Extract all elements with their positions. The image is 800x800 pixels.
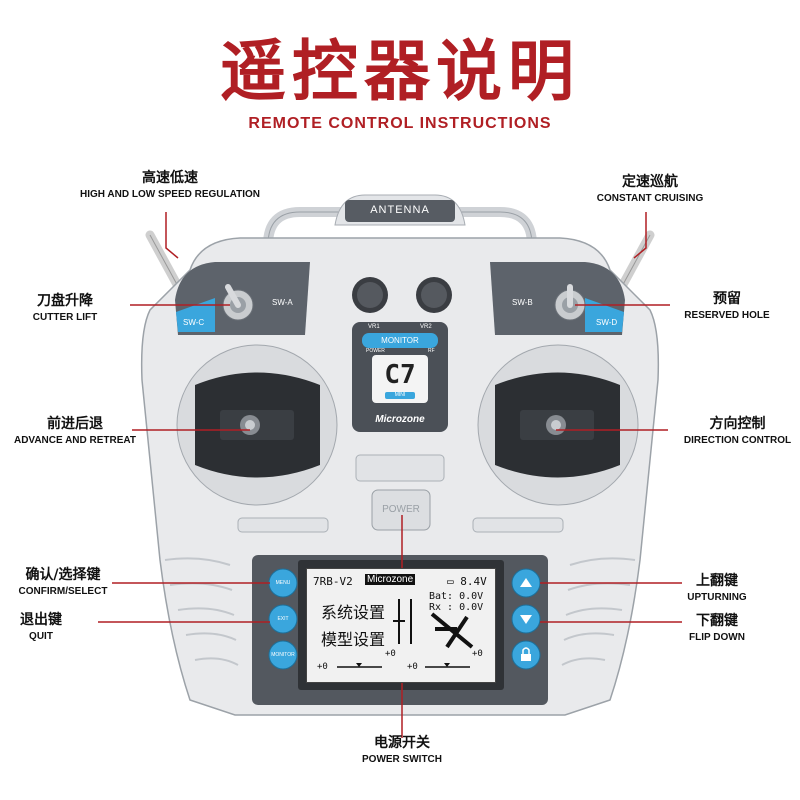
model-name: C7 [384, 360, 416, 390]
power-button-label: POWER [382, 504, 420, 515]
label-cutter-en: CUTTER LIFT [32, 312, 98, 324]
label-flip-down: 下翻键 FLIP DOWN [672, 613, 762, 644]
label-up-cn: 上翻键 [696, 573, 738, 589]
label-down-cn: 下翻键 [696, 613, 738, 629]
menu-button-label: MENU [275, 580, 291, 586]
monitor-button-label: MONITOR [271, 652, 295, 658]
lcd-trim-1: +0 [317, 662, 328, 672]
label-power-cn: 电源开关 [374, 735, 430, 751]
label-quit-cn: 退出键 [20, 612, 62, 628]
lcd-battery-value: 8.4V [460, 575, 487, 588]
brand-logo: Microzone [375, 414, 425, 425]
sw-c-label: SW-C [183, 318, 205, 327]
label-speed-regulation: 高速低速 HIGH AND LOW SPEED REGULATION [55, 170, 285, 201]
label-cruise-en: CONSTANT CRUISING [596, 193, 704, 205]
label-reserved-cn: 预留 [713, 291, 741, 307]
label-speed-cn: 高速低速 [142, 170, 198, 186]
down-button[interactable] [511, 604, 541, 634]
label-constant-cruising: 定速巡航 CONSTANT CRUISING [570, 174, 730, 205]
label-quit: 退出键 QUIT [8, 612, 74, 643]
switch-sw-a[interactable] [222, 284, 254, 321]
label-confirm-cn: 确认/选择键 [25, 567, 101, 583]
lcd-menu-model: 模型设置 [321, 630, 386, 649]
lcd-voltage-readout: Bat: 0.0V Rx : 0.0V [429, 591, 483, 613]
monitor-badge: MONITOR [381, 336, 419, 345]
callout-lines [98, 212, 682, 738]
monitor-button[interactable] [268, 640, 298, 670]
label-upturning: 上翻键 UPTURNING [672, 573, 762, 604]
label-reserved-hole: 预留 RESERVED HOLE [672, 291, 782, 322]
label-cutter-cn: 刀盘升降 [37, 293, 93, 309]
label-confirm-select: 确认/选择键 CONFIRM/SELECT [8, 567, 118, 598]
label-cutter-lift: 刀盘升降 CUTTER LIFT [10, 293, 120, 324]
sw-b-label: SW-B [512, 298, 533, 307]
label-advance-en: ADVANCE AND RETREAT [13, 435, 137, 447]
label-reserved-en: RESERVED HOLE [684, 310, 770, 322]
power-indicator-label: POWER [366, 348, 385, 354]
label-confirm-en: CONFIRM/SELECT [18, 586, 108, 598]
lcd-brand: Microzone [365, 574, 416, 585]
label-up-en: UPTURNING [687, 592, 747, 604]
label-power-switch: 电源开关 POWER SWITCH [342, 735, 462, 766]
lcd-bat: Bat: 0.0V [429, 591, 484, 602]
label-power-en: POWER SWITCH [362, 754, 442, 766]
label-speed-en: HIGH AND LOW SPEED REGULATION [80, 189, 260, 201]
page-subtitle: REMOTE CONTROL INSTRUCTIONS [248, 115, 552, 132]
up-button[interactable] [511, 568, 541, 598]
label-advance-retreat: 前进后退 ADVANCE AND RETREAT [0, 416, 150, 447]
lcd-trim-3: +0 [407, 662, 418, 672]
battery-icon: ▭ [447, 575, 454, 588]
model-mini-label: MINI [394, 392, 406, 398]
lcd-trim-2: +0 [385, 649, 396, 659]
vr1-label: VR1 [368, 324, 380, 330]
knob-vr2[interactable] [416, 277, 452, 313]
lcd-rx: Rx : 0.0V [429, 602, 484, 613]
grip-ribs [164, 557, 636, 666]
right-gimbal[interactable] [477, 344, 639, 506]
exit-button-label: EXIT [277, 616, 289, 622]
lock-button[interactable] [511, 640, 541, 670]
sw-d-label: SW-D [596, 318, 618, 327]
rf-indicator-label: RF [428, 348, 435, 354]
lcd-model: 7RB-V2 [313, 575, 353, 588]
lcd-battery: ▭ 8.4V [447, 575, 487, 588]
switch-sw-b[interactable] [554, 284, 586, 321]
knob-vr1[interactable] [352, 277, 388, 313]
page-title: 遥控器说明 [220, 33, 580, 110]
label-direction-en: DIRECTION CONTROL [683, 435, 792, 447]
label-direction-cn: 方向控制 [709, 416, 766, 432]
left-antenna-stick [145, 230, 185, 295]
lcd-trim-4: +0 [472, 649, 483, 659]
label-direction-control: 方向控制 DIRECTION CONTROL [675, 416, 800, 447]
label-quit-en: QUIT [29, 631, 53, 643]
label-down-en: FLIP DOWN [689, 632, 745, 644]
left-gimbal[interactable] [176, 344, 338, 506]
antenna-label: ANTENNA [370, 204, 430, 216]
right-antenna-stick [615, 230, 655, 295]
lcd-screen: 7RB-V2 Microzone ▭ 8.4V Bat: 0.0V Rx : 0… [306, 568, 496, 683]
vr2-label: VR2 [420, 324, 432, 330]
lcd-menu-system: 系统设置 [321, 603, 386, 622]
power-button[interactable] [371, 489, 431, 531]
label-cruise-cn: 定速巡航 [622, 174, 678, 190]
lcd-graphics [337, 599, 474, 668]
label-advance-cn: 前进后退 [47, 416, 103, 432]
exit-button[interactable] [268, 604, 298, 634]
sw-a-label: SW-A [272, 298, 293, 307]
